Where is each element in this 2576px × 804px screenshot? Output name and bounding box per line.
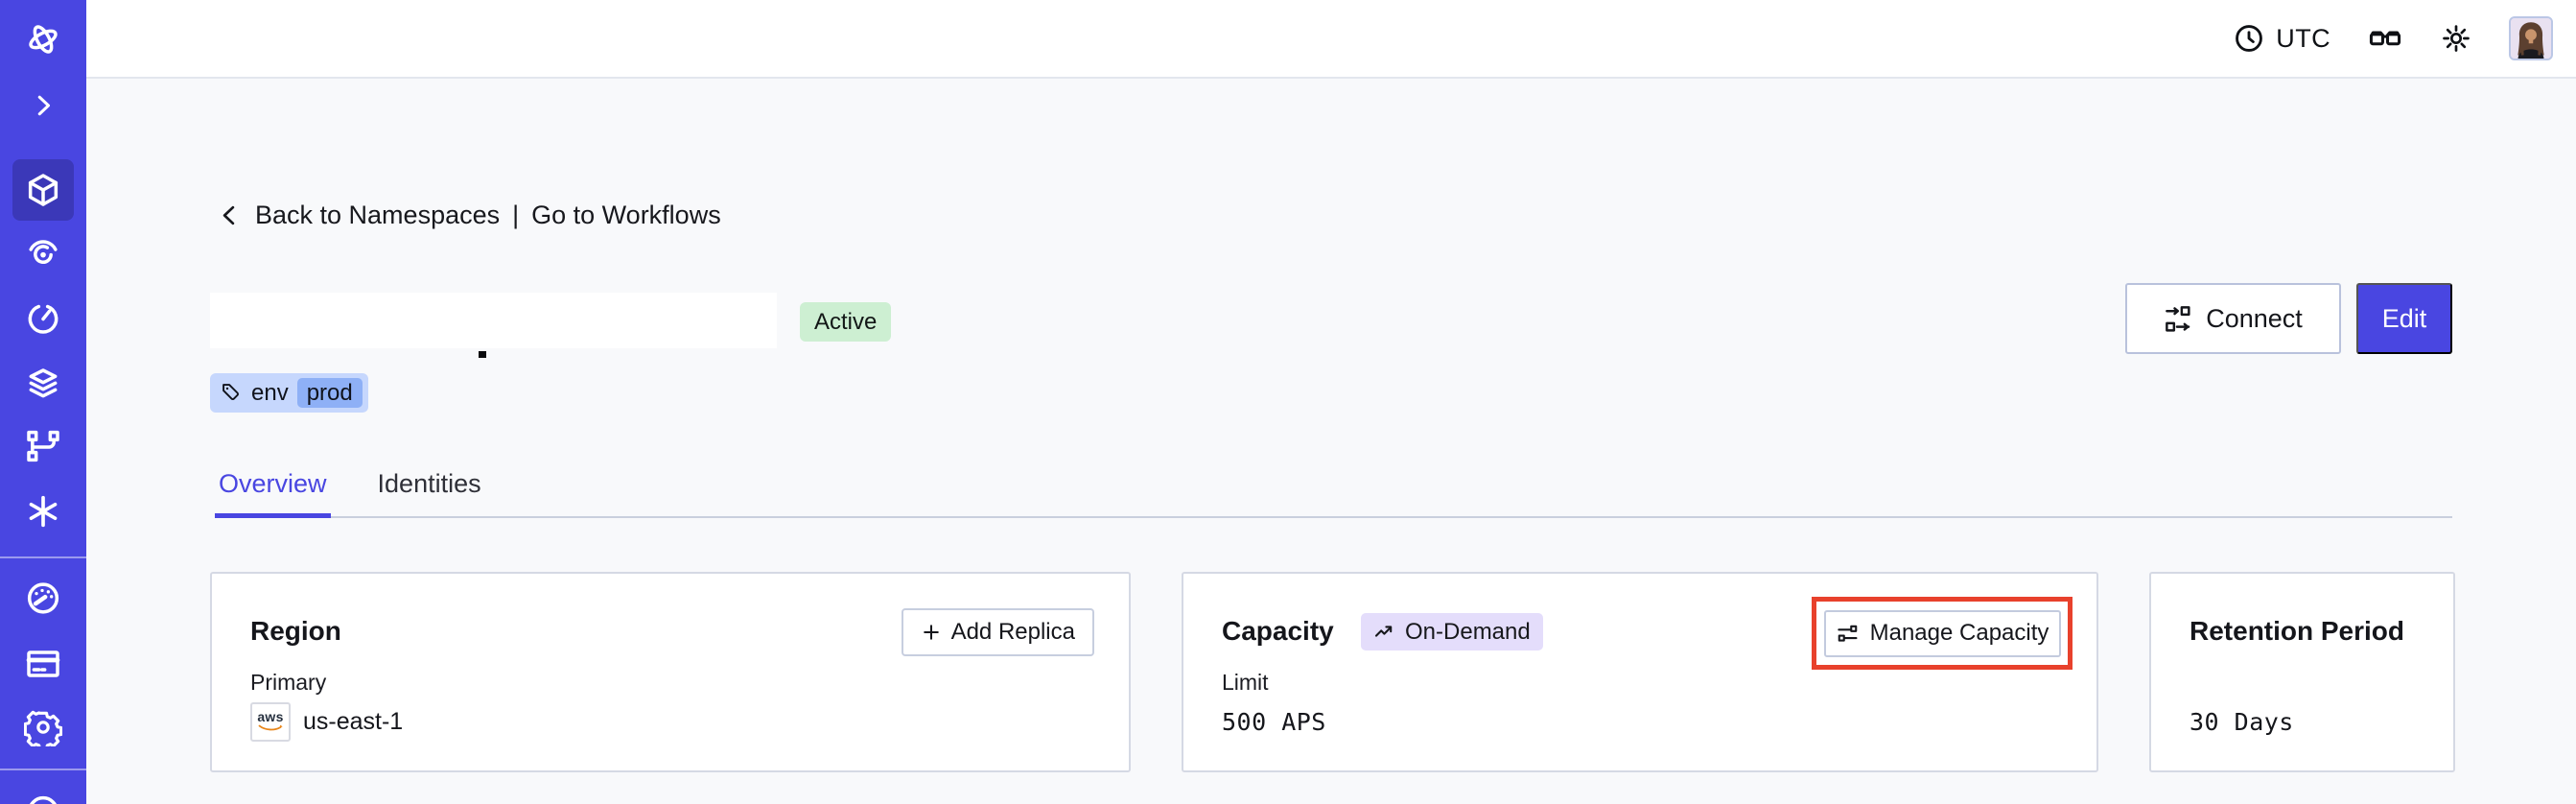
primary-label: Primary (250, 670, 327, 695)
add-replica-label: Add Replica (950, 619, 1075, 645)
connect-icon (2166, 305, 2190, 332)
sidebar-item-account[interactable] (0, 791, 86, 804)
sidebar-item-usage[interactable] (0, 577, 86, 619)
limit-label: Limit (1222, 670, 1269, 695)
sidebar-expand-button[interactable] (0, 84, 86, 127)
add-replica-button[interactable]: Add Replica (901, 608, 1094, 656)
main-content: Back to Namespaces | Go to Workflows Act… (86, 79, 2576, 804)
timezone-selector[interactable]: UTC (2233, 22, 2330, 55)
clock-icon (2236, 25, 2263, 52)
aws-logo: aws (250, 701, 291, 742)
tag-icon (222, 384, 239, 400)
tab-identities[interactable]: Identities (377, 469, 481, 498)
spiral-icon (29, 240, 58, 264)
sidebar-divider (0, 769, 86, 770)
tab-overview[interactable]: Overview (215, 466, 331, 518)
sliders-icon (1837, 625, 1858, 642)
plus-icon (923, 625, 939, 640)
temporal-logo[interactable] (0, 18, 86, 60)
connect-button-label: Connect (2206, 303, 2303, 333)
aws-smile-icon (258, 724, 283, 731)
sidebar-item-workflows[interactable] (0, 232, 86, 274)
status-badge: Active (800, 302, 892, 342)
sidebar-item-namespaces[interactable] (0, 169, 86, 211)
topbar: UTC (86, 0, 2576, 79)
sidebar-item-schedules[interactable] (0, 297, 86, 340)
breadcrumb-back-link[interactable]: Back to Namespaces (255, 200, 501, 229)
tag-key: env (251, 379, 289, 406)
capacity-card-title: Capacity (1222, 616, 1334, 646)
breadcrumb[interactable]: Back to Namespaces | Go to Workflows (217, 198, 721, 232)
sidebar-item-nexus[interactable] (0, 490, 86, 532)
manage-capacity-label: Manage Capacity (1869, 620, 2049, 646)
back-chevron-icon (222, 205, 235, 225)
aws-logo-text: aws (257, 709, 284, 724)
asterisk-icon (29, 495, 58, 528)
chevron-right-icon (37, 95, 50, 116)
cube-icon (28, 174, 59, 206)
on-demand-badge: On-Demand (1361, 613, 1543, 650)
tab-bar: Overview Identities (215, 466, 2452, 518)
edit-button-label: Edit (2381, 303, 2427, 333)
timezone-label: UTC (2276, 23, 2330, 53)
on-demand-label: On-Demand (1405, 618, 1531, 645)
labs-toggle-button[interactable] (2367, 20, 2403, 57)
circle-icon (30, 795, 57, 804)
timer-icon (28, 304, 59, 334)
retention-value: 30 Days (2190, 707, 2294, 736)
sidebar-item-deployments[interactable] (0, 425, 86, 467)
breadcrumb-workflows-link[interactable]: Go to Workflows (531, 200, 721, 229)
manage-capacity-highlight: Manage Capacity (1812, 597, 2073, 670)
trending-up-icon (1374, 625, 1393, 637)
sidebar (0, 0, 86, 804)
sidebar-item-billing[interactable] (0, 643, 86, 685)
redacted-text-artifact (479, 351, 486, 358)
retention-card: Retention Period 30 Days (2149, 572, 2455, 772)
namespace-tag[interactable]: env prod (210, 373, 368, 413)
tag-value-chip: prod (296, 378, 363, 408)
branch-icon (27, 430, 59, 462)
capacity-limit-value: 500 APS (1222, 707, 1326, 736)
avatar-image (2511, 18, 2551, 59)
manage-capacity-button[interactable]: Manage Capacity (1823, 609, 2061, 657)
connect-button[interactable]: Connect (2125, 283, 2341, 354)
region-value-row: aws us-east-1 (250, 701, 403, 742)
layers-icon (29, 368, 58, 398)
region-card: Region Add Replica Primary aws us-east-1 (210, 572, 1131, 772)
namespace-title-redacted (210, 293, 777, 348)
edit-button[interactable]: Edit (2356, 283, 2452, 354)
gear-icon (24, 710, 62, 746)
gauge-icon (27, 582, 59, 614)
breadcrumb-separator: | (512, 200, 520, 229)
temporal-logo-icon (29, 25, 58, 54)
theme-toggle-button[interactable] (2440, 22, 2472, 55)
region-card-title: Region (250, 616, 341, 646)
region-value: us-east-1 (303, 707, 404, 735)
sidebar-item-batch-operations[interactable] (0, 362, 86, 404)
sidebar-item-settings[interactable] (0, 706, 86, 748)
sun-icon (2443, 25, 2470, 52)
credit-card-icon (26, 650, 60, 677)
capacity-card: Capacity On-Demand Manage Capacity Limit (1182, 572, 2098, 772)
sidebar-divider (0, 556, 86, 558)
avatar[interactable] (2509, 16, 2553, 60)
retention-card-title: Retention Period (2190, 616, 2405, 646)
glasses-icon (2369, 31, 2401, 46)
